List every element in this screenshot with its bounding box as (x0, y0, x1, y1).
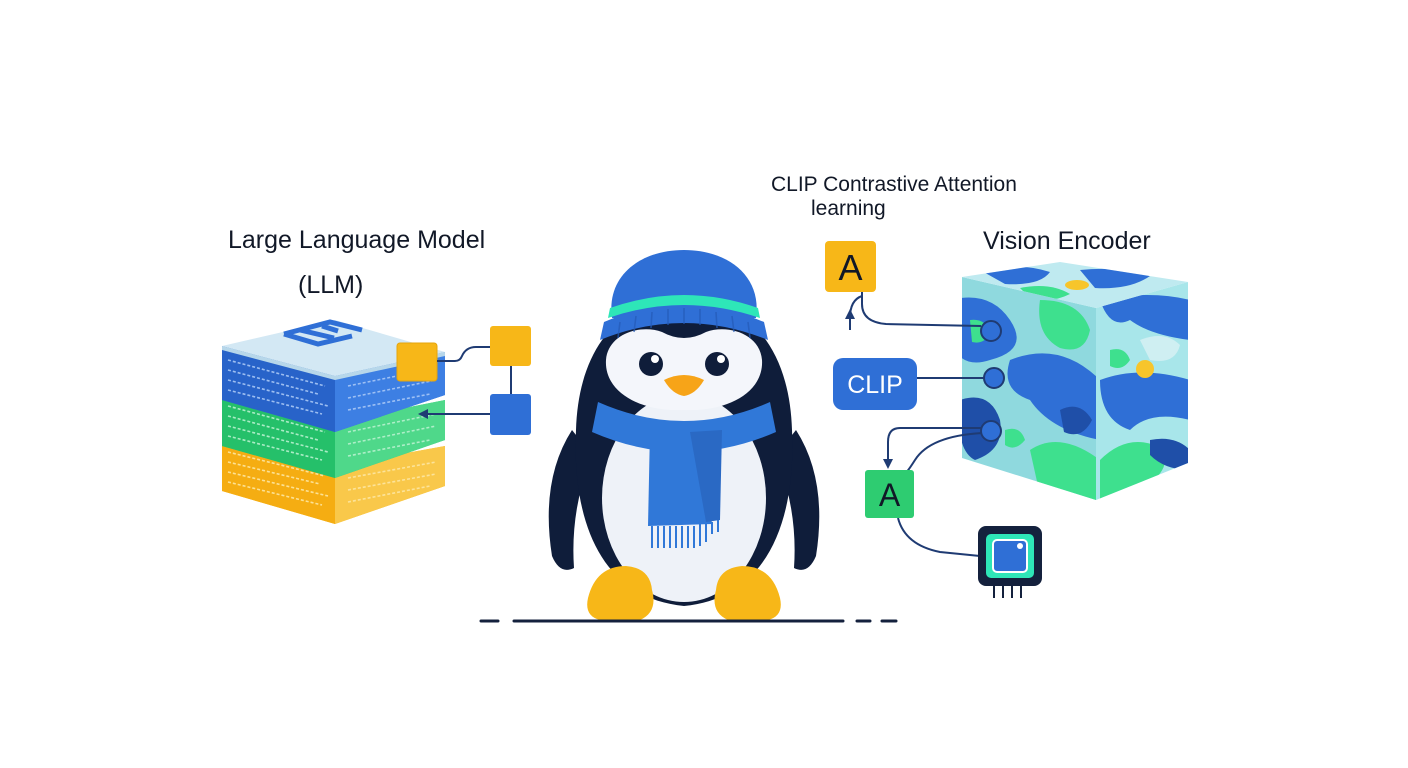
llm-stack (222, 319, 445, 524)
cube-port-bottom (980, 420, 1002, 442)
clip-title-line1: CLIP Contrastive Attention (771, 173, 1017, 196)
llm-connectors (418, 346, 512, 419)
penguin-mascot (548, 250, 820, 620)
penguin-scarf (592, 402, 776, 548)
llm-node-yellow (396, 342, 438, 382)
clip-box[interactable]: CLIP (833, 358, 917, 410)
penguin-left-foot (587, 566, 654, 620)
penguin-face (605, 329, 763, 411)
attention-node-bottom-label: A (879, 477, 901, 513)
cube-port-middle (983, 367, 1005, 389)
cube-port-top (980, 320, 1002, 342)
llm-title-line1: Large Language Model (228, 226, 486, 254)
penguin-beak (664, 375, 704, 396)
penguin-beanie-hat (600, 250, 768, 340)
llm-title-line2: (LLM) (298, 271, 364, 299)
clip-box-label: CLIP (847, 371, 903, 399)
penguin-eyes (639, 352, 729, 376)
llm-side-node-yellow (490, 326, 531, 366)
vision-encoder-title: Vision Encoder (983, 227, 1151, 255)
llm-logo-icon (283, 319, 363, 347)
llm-side-node-blue (490, 394, 531, 435)
camera-chip-icon (978, 526, 1042, 598)
cube-ports (980, 320, 1005, 442)
penguin-right-foot (714, 566, 781, 620)
attention-node-bottom[interactable]: A (865, 470, 914, 518)
attention-node-top[interactable]: A (825, 241, 876, 292)
attention-node-top-label: A (838, 247, 862, 288)
clip-title-line2: learning (811, 197, 886, 220)
